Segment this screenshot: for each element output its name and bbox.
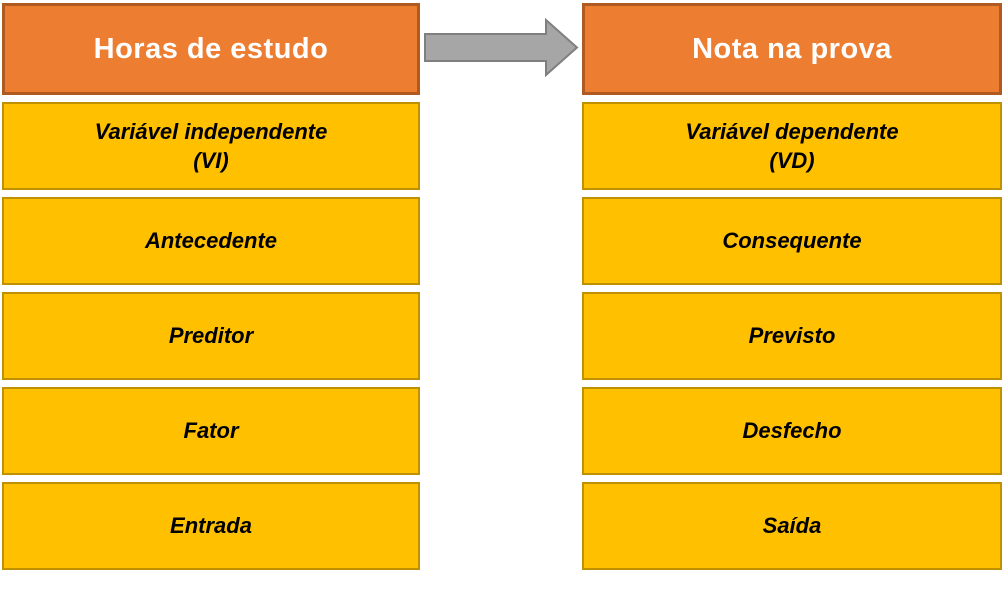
right-column-header: Nota na prova [582, 3, 1002, 95]
right-column-header-label: Nota na prova [692, 32, 892, 65]
box-variavel-independente: Variável independente (VI) [2, 102, 420, 190]
left-column-header-label: Horas de estudo [93, 32, 329, 65]
left-column-header: Horas de estudo [2, 3, 420, 95]
box-antecedente: Antecedente [2, 197, 420, 285]
box-preditor: Preditor [2, 292, 420, 380]
box-label: Consequente [722, 228, 862, 254]
box-desfecho: Desfecho [582, 387, 1002, 475]
box-label: Antecedente [144, 228, 278, 254]
box-label: Fator [183, 418, 239, 444]
box-label: Desfecho [742, 418, 842, 444]
box-saida: Saída [582, 482, 1002, 570]
box-label: Previsto [748, 323, 836, 349]
box-fator: Fator [2, 387, 420, 475]
box-label: Variável dependente (VD) [685, 118, 899, 173]
box-previsto: Previsto [582, 292, 1002, 380]
column-independent-variable: Horas de estudo Variável independente (V… [2, 3, 420, 570]
box-variavel-dependente: Variável dependente (VD) [582, 102, 1002, 190]
box-consequente: Consequente [582, 197, 1002, 285]
box-entrada: Entrada [2, 482, 420, 570]
column-dependent-variable: Nota na prova Variável dependente (VD) C… [582, 3, 1002, 570]
box-label: Entrada [170, 513, 252, 539]
right-arrow-icon [424, 18, 579, 77]
box-label: Saída [762, 513, 822, 539]
box-label: Preditor [168, 323, 254, 349]
box-label: Variável independente (VI) [94, 118, 328, 173]
